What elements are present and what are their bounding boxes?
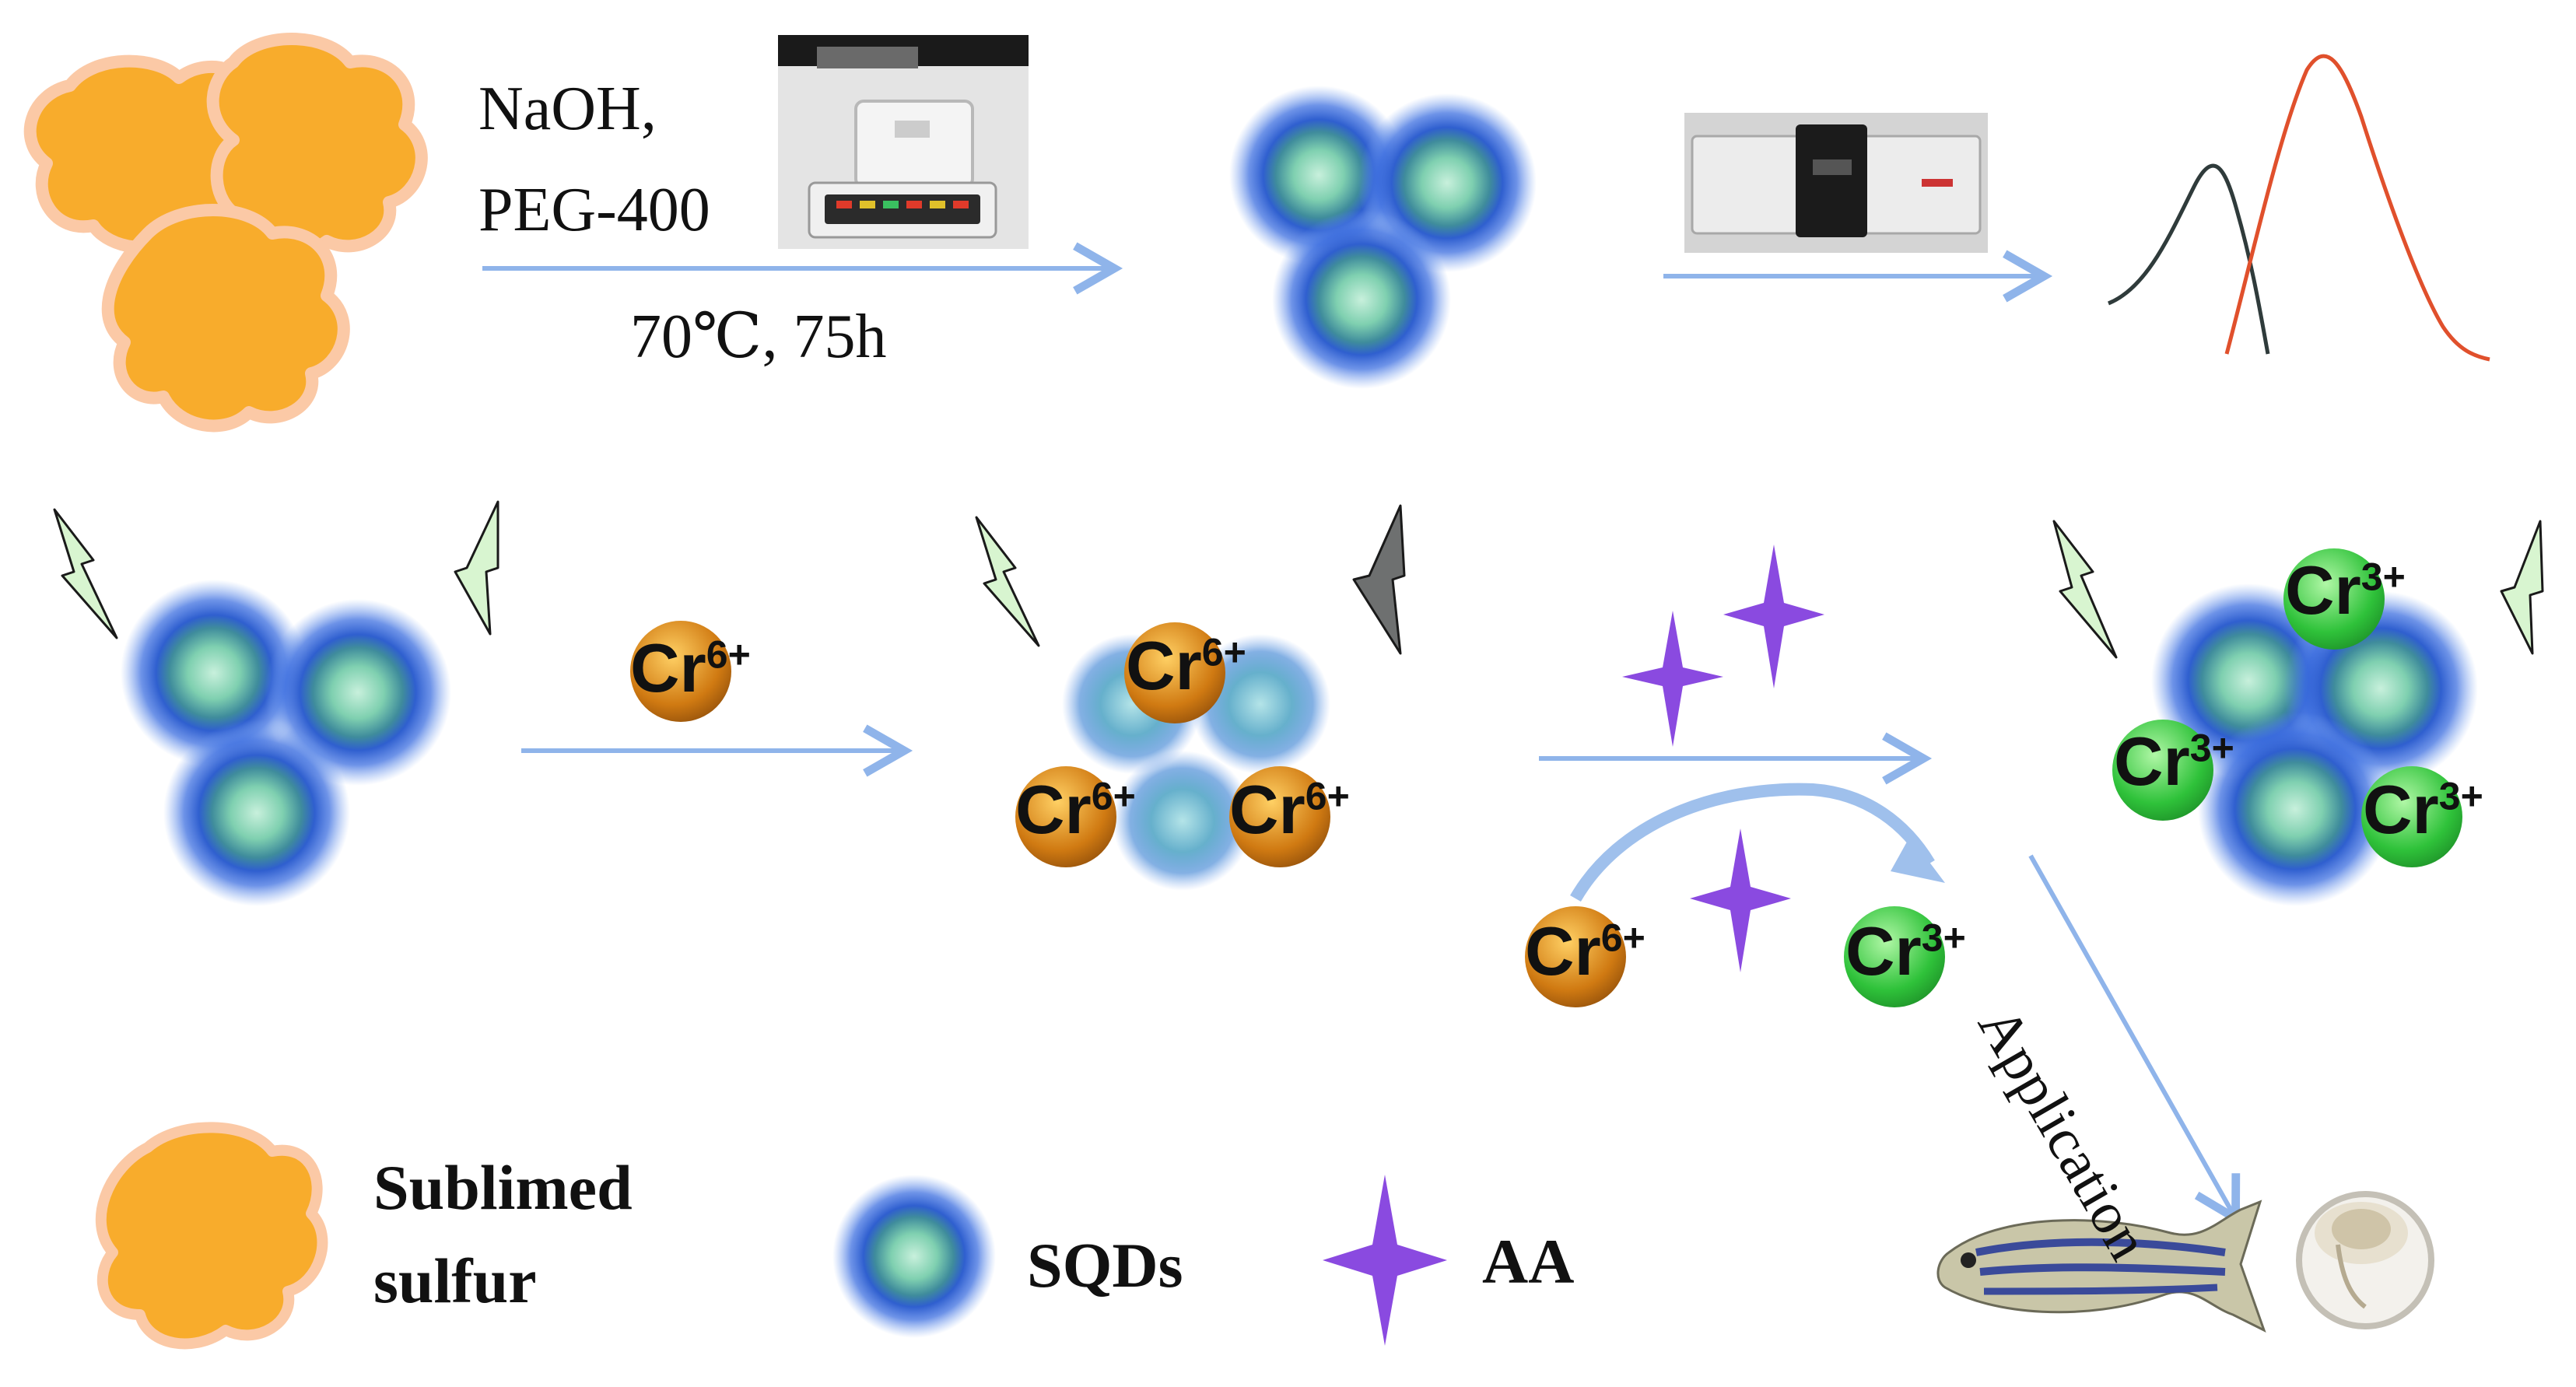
cr-symbol: Cr [1525,912,1601,989]
cr3-ion [2112,720,2213,821]
aa-star-icon [1622,611,1723,747]
cr-symbol: Cr [2363,771,2439,848]
fluorescence-spectra [2108,54,2490,362]
cr6-ion-label: Cr6+ [1525,912,1645,991]
cr6-ion-label: Cr6+ [1126,626,1246,706]
cr6-ion [1229,766,1330,867]
cr-charge: 3+ [2360,555,2406,599]
embryo-image [2296,1191,2434,1329]
cr3-ion [1844,906,1945,1007]
cr3-ion-label: Cr3+ [1845,912,1966,991]
sublimed-sulfur-cluster [23,33,428,433]
cr6-ion-label: Cr6+ [630,629,751,708]
reduction-arrow-head [1891,836,1945,883]
cr6-ion [1015,766,1116,867]
sqd-cluster-product [1229,86,1537,389]
sqd-cluster-initial [121,580,451,906]
reduction-curved-arrow [1570,783,1935,902]
lightning-icon [975,516,1040,647]
cr3-ion-label: Cr3+ [2285,551,2406,630]
lightning-icon [2052,520,2118,659]
cr-charge: 6+ [1305,774,1350,818]
excitation-curve [2108,163,2270,355]
legend-sulfur-label-line1: Sublimed [373,1152,633,1223]
emission-curve [2224,54,2490,362]
lightning-icon [2500,520,2544,655]
legend-sulfur-icon [95,1122,328,1350]
legend-aa-star-icon [1323,1175,1447,1346]
cr3-ion [2361,766,2462,867]
cr-symbol: Cr [2114,723,2190,800]
cr3-ion [2283,548,2385,650]
spectrometer-photo [1684,113,1988,253]
legend-sqd-icon [832,1175,996,1338]
cr6-ion [1124,622,1225,723]
cr6-ion [1525,906,1626,1007]
cr-symbol: Cr [1845,912,1922,989]
cr3-ion-label: Cr3+ [2114,722,2234,801]
aa-stars [1622,545,1824,972]
legend-sulfur-label-line2: sulfur [373,1245,537,1316]
zebrafish-image [1936,1200,2266,1333]
cr6-ion-label: Cr6+ [1229,770,1350,849]
legend-sqd-label: SQDs [1027,1230,1183,1301]
aa-star-icon [1690,828,1791,972]
cr-charge: 6+ [1201,630,1246,674]
reagent-naoh: NaOH, [478,75,657,143]
cr-symbol: Cr [2285,552,2361,629]
cr-symbol: Cr [1229,771,1306,848]
legend-aa-label: AA [1482,1226,1575,1297]
cr-charge: 6+ [1600,916,1645,960]
cr-symbol: Cr [1126,627,1202,704]
cr-symbol: Cr [1015,771,1092,848]
cr-charge: 3+ [2438,774,2483,818]
application-arrow [2028,854,2241,1226]
lightning-icon [1352,504,1406,655]
cr-charge: 3+ [1921,916,1966,960]
cr-charge: 6+ [706,632,751,677]
lightning-bolts [53,500,2544,659]
cr3-ion-label: Cr3+ [2363,770,2483,849]
cr6-ion [630,621,731,722]
reaction-conditions: 70℃, 75h [630,303,887,371]
cr-symbol: Cr [630,629,706,706]
reagent-peg: PEG-400 [478,176,710,244]
reactor-photo [778,35,1029,249]
cr6-ion-label: Cr6+ [1015,770,1136,849]
lightning-icon [454,500,499,636]
cr-charge: 3+ [2189,726,2234,770]
cr-charge: 6+ [1091,774,1136,818]
aa-star-icon [1723,545,1824,688]
lightning-icon [53,508,118,639]
